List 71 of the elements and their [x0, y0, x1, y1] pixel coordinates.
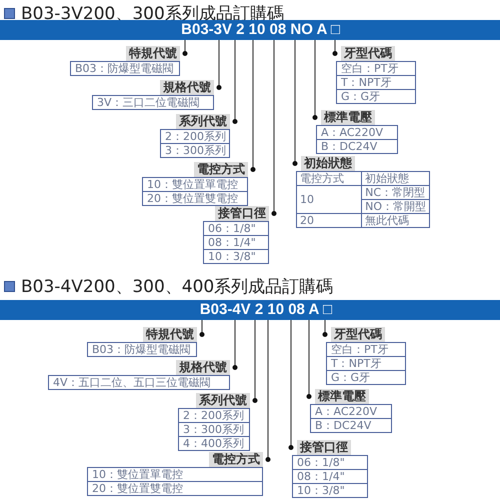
table-cell: G：G牙: [337, 89, 415, 103]
table-cell: B：DC24V: [311, 418, 391, 432]
field-heading: 接管口徑: [297, 440, 351, 455]
table-cell: 無此代碼: [362, 214, 430, 228]
table-cell: 20: [297, 214, 362, 228]
field-heading: 規格代號: [176, 360, 230, 375]
order-code: B03-3V 2 10 08 NO A □: [181, 21, 340, 38]
table-cell: 10: [297, 186, 362, 214]
leader-line: [252, 320, 258, 403]
table-cell-text: B03：防爆型電磁閥: [91, 343, 192, 356]
leader-line: [200, 320, 204, 337]
leader-line: [232, 40, 238, 124]
leader-line: [288, 320, 294, 450]
table-cell: 10：3/8": [204, 249, 268, 263]
section-title: B03-4V200、300、400系列成品訂購碼: [21, 276, 334, 298]
leader-line: [292, 40, 298, 166]
leader-line: [332, 40, 338, 56]
table-cell-text: 空白：PT牙: [340, 62, 400, 75]
field-heading: 電控方式: [194, 162, 248, 177]
table-cell: 3：300系列: [179, 422, 249, 436]
table-cell: 08：1/4": [293, 469, 367, 483]
table-cell: 電控方式: [297, 172, 362, 186]
order-code: B03-4V 2 10 08 A □: [200, 301, 332, 318]
table-cell-text: 10：雙位置單電控: [91, 468, 184, 481]
leader-line: [272, 40, 276, 216]
field-heading: 標準電壓: [321, 110, 375, 125]
table-cell-text: 4V：五口二位、五口三位電磁閥: [52, 376, 212, 389]
field-heading: 電控方式: [209, 452, 263, 467]
table-cell: 20：雙位置雙電控: [143, 191, 247, 205]
table-cell-text: A：AC220V: [320, 126, 384, 139]
table-cell: T：NPT牙: [337, 75, 415, 89]
leader-line: [232, 320, 238, 370]
field-heading: 系列代號: [176, 114, 230, 129]
field-heading: 特規代號: [143, 327, 197, 342]
table-cell: NC：常閉型: [362, 186, 430, 200]
field-heading: 初始狀態: [301, 156, 355, 171]
table-cell-text: A：AC220V: [314, 405, 378, 418]
table-cell: B：DC24V: [317, 139, 397, 153]
code-bar: [0, 20, 500, 40]
field-heading: 牙型代碼: [331, 327, 385, 342]
field-heading: 系列代號: [196, 393, 250, 408]
field-heading: 牙型代碼: [341, 46, 395, 61]
field-heading: 標準電壓: [315, 389, 369, 404]
table-cell-text: 空白：PT牙: [330, 343, 390, 356]
leader-line: [322, 320, 328, 337]
field-heading: 規格代號: [160, 80, 214, 95]
table-cell: 4：400系列: [179, 436, 249, 450]
leader-line: [216, 40, 222, 90]
table-cell-text: B03：防爆型電磁閥: [74, 62, 175, 75]
field-heading: 特規代號: [126, 46, 180, 61]
table-cell-text: 2：200系列: [164, 130, 227, 143]
table-cell: 20：雙位置雙電控: [88, 481, 262, 495]
table-cell: G：G牙: [327, 370, 405, 384]
leader-line: [266, 320, 270, 462]
code-bar: [0, 300, 500, 320]
table-cell: 08：1/4": [204, 235, 268, 249]
leader-line: [306, 320, 312, 399]
table-cell: NO：常開型: [362, 200, 430, 214]
table-cell-text: 10：雙位置單電控: [146, 178, 239, 191]
table-cell: 初始狀態: [362, 172, 430, 186]
table-cell: 10：3/8": [293, 483, 367, 497]
field-heading: 接管口徑: [215, 206, 269, 221]
leader-line: [312, 40, 318, 120]
table-cell-text: 06：1/8": [296, 456, 346, 469]
leader-line: [250, 40, 256, 172]
table-cell-text: 2：200系列: [182, 409, 245, 422]
leader-line: [182, 40, 188, 56]
table-cell: T：NPT牙: [327, 356, 405, 370]
table-cell: 3：300系列: [161, 143, 229, 157]
table-cell-text: 3V：三口二位電磁閥: [96, 96, 201, 109]
table-cell-text: 06：1/8": [207, 222, 257, 235]
